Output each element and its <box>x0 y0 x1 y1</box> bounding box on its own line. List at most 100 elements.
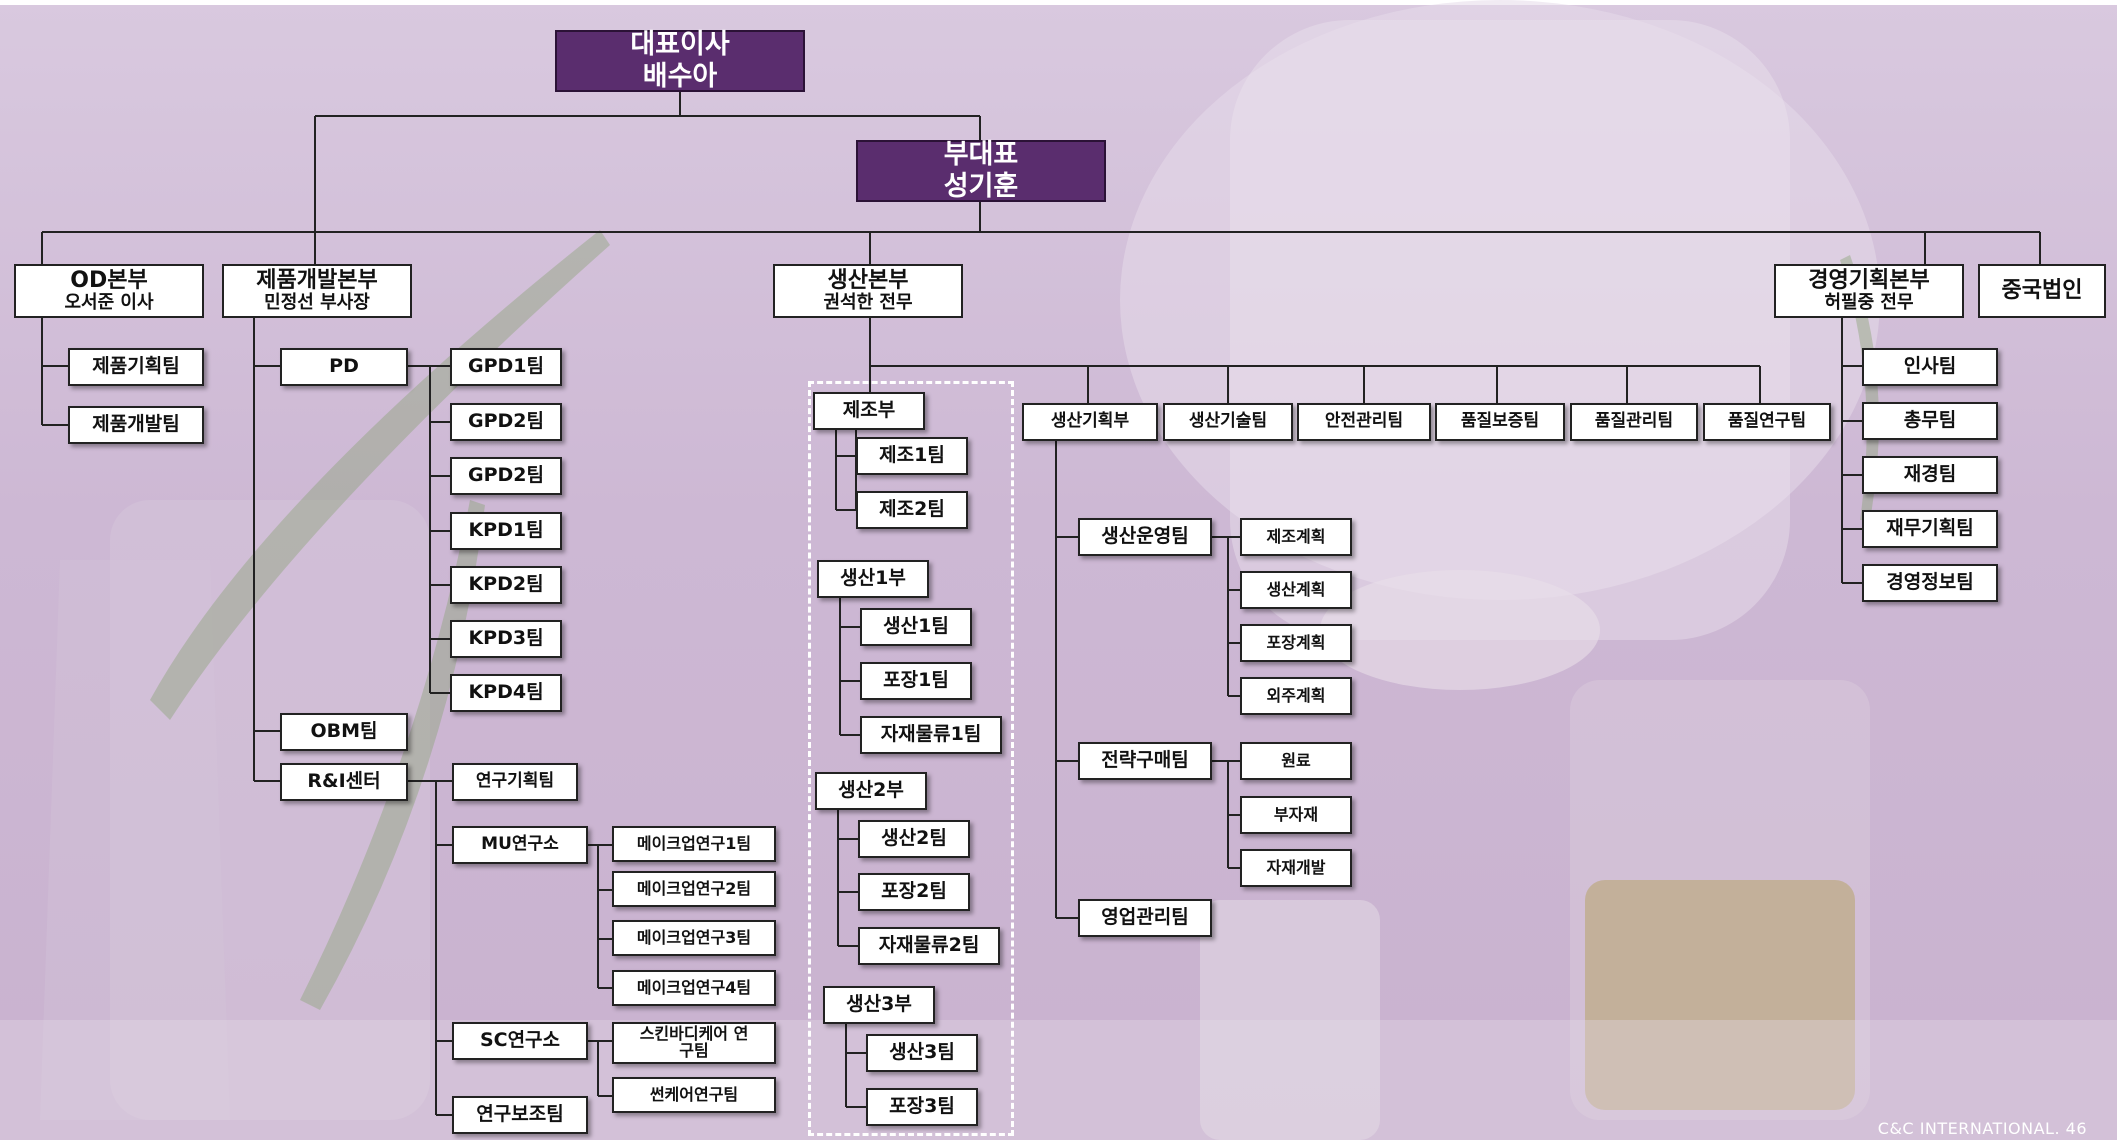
production-hq-box: 생산본부 권석한 전무 <box>773 264 963 318</box>
pd-team-box: GPD1팀 <box>450 348 562 386</box>
ops-plan-label: 포장계획 <box>1266 632 1326 652</box>
obm-team-label: OBM팀 <box>310 720 378 743</box>
prod1-team-box: 포장1팀 <box>860 662 972 700</box>
od-hq-box: OD본부 오서준 이사 <box>14 264 204 318</box>
mgmt-team-label: 인사팀 <box>1903 355 1957 378</box>
ops-plan-box: 제조계획 <box>1240 518 1352 556</box>
research-support-team-box: 연구보조팀 <box>452 1096 588 1134</box>
od-team-label: 제품기획팀 <box>92 355 180 378</box>
purchase-team-label: 전략구매팀 <box>1101 749 1189 772</box>
purchase-item-box: 자재개발 <box>1240 849 1352 887</box>
sc-lab-label: SC연구소 <box>479 1029 561 1052</box>
ops-team-label: 생산운영팀 <box>1101 525 1189 548</box>
pd-team-label: GPD2팀 <box>468 410 544 433</box>
production-dept-box: 생산기획부 <box>1022 403 1158 441</box>
mfg-team-box: 제조2팀 <box>856 491 968 529</box>
production-dept-box: 품질보증팀 <box>1435 403 1565 441</box>
ops-plan-label: 생산계획 <box>1266 579 1326 599</box>
prod1-dept-box: 생산1부 <box>817 560 929 598</box>
purchase-team-box: 전략구매팀 <box>1078 742 1212 780</box>
prod2-team-box: 생산2팀 <box>858 820 970 858</box>
rni-center-box: R&I센터 <box>280 763 408 801</box>
mu-team-label: 메이크업연구2팀 <box>636 878 752 898</box>
mu-team-box: 메이크업연구2팀 <box>612 871 776 907</box>
mfg-team-label: 제조2팀 <box>879 498 945 521</box>
prod3-dept-label: 생산3부 <box>846 993 912 1016</box>
pd-hq-box: 제품개발본부 민정선 부사장 <box>222 264 412 318</box>
mu-team-box: 메이크업연구4팀 <box>612 970 776 1006</box>
ops-plan-label: 외주계획 <box>1266 685 1326 705</box>
mgmt-team-label: 재무기획팀 <box>1886 517 1974 540</box>
mu-team-label: 메이크업연구1팀 <box>636 833 752 853</box>
purchase-item-label: 원료 <box>1281 750 1311 770</box>
ceo-name: 배수아 <box>642 61 718 92</box>
ops-plan-box: 생산계획 <box>1240 571 1352 609</box>
mgmt-team-label: 경영정보팀 <box>1886 571 1974 594</box>
ops-plan-box: 외주계획 <box>1240 677 1352 715</box>
mgmt-hq-title: 경영기획본부 <box>1808 268 1930 293</box>
prod3-team-box: 포장3팀 <box>866 1088 978 1126</box>
ops-plan-box: 포장계획 <box>1240 624 1352 662</box>
pd-box: PD <box>280 348 408 386</box>
pd-hq-title: 제품개발본부 <box>256 268 378 293</box>
research-planning-team-label: 연구기획팀 <box>475 771 555 792</box>
purchase-item-label: 부자재 <box>1273 804 1319 824</box>
purchase-item-label: 자재개발 <box>1266 857 1326 877</box>
prod1-team-box: 생산1팀 <box>860 608 972 646</box>
od-team-box: 제품개발팀 <box>68 406 204 444</box>
mgmt-team-box: 총무팀 <box>1862 402 1998 440</box>
pd-team-label: KPD3팀 <box>468 627 544 650</box>
mu-lab-box: MU연구소 <box>452 826 588 864</box>
od-team-label: 제품개발팀 <box>92 413 180 436</box>
rni-center-label: R&I센터 <box>307 770 381 793</box>
production-dept-group-outline <box>808 381 1014 1136</box>
prod1-team-label: 생산1팀 <box>883 615 949 638</box>
prod3-team-label: 생산3팀 <box>889 1041 955 1064</box>
pd-team-box: GPD2팀 <box>450 457 562 495</box>
mu-team-box: 메이크업연구1팀 <box>612 826 776 862</box>
mgmt-hq-head: 허필중 전무 <box>1824 292 1914 314</box>
vice-ceo-title: 부대표 <box>943 138 1019 170</box>
mu-team-box: 메이크업연구3팀 <box>612 920 776 956</box>
production-dept-box: 안전관리팀 <box>1297 403 1431 441</box>
mu-team-label: 메이크업연구4팀 <box>636 977 752 997</box>
od-hq-title: OD본부 <box>70 268 148 293</box>
prod1-dept-label: 생산1부 <box>840 567 906 590</box>
mfg-team-box: 제조1팀 <box>856 437 968 475</box>
top-border <box>0 0 2117 5</box>
mgmt-team-box: 경영정보팀 <box>1862 564 1998 602</box>
prod2-team-label: 생산2팀 <box>881 827 947 850</box>
od-team-box: 제품기획팀 <box>68 348 204 386</box>
prod3-team-box: 생산3팀 <box>866 1034 978 1072</box>
pd-hq-head: 민정선 부사장 <box>264 292 370 314</box>
prod1-team-label: 포장1팀 <box>883 669 949 692</box>
footer-page-label: C&C INTERNATIONAL. 46 <box>1877 1119 2087 1138</box>
research-support-team-label: 연구보조팀 <box>476 1103 564 1126</box>
mu-lab-label: MU연구소 <box>481 834 559 855</box>
mgmt-hq-box: 경영기획본부 허필중 전무 <box>1774 264 1964 318</box>
prod1-team-box: 자재물류1팀 <box>860 716 1002 754</box>
prod3-dept-box: 생산3부 <box>823 986 935 1024</box>
production-dept-label: 생산기획부 <box>1050 411 1130 432</box>
sc-team-box: 스킨바디케어 연구팀 <box>612 1022 776 1064</box>
production-dept-box: 생산기술팀 <box>1163 403 1293 441</box>
prod2-team-box: 포장2팀 <box>858 873 970 911</box>
sc-team-box: 썬케어연구팀 <box>612 1077 776 1113</box>
purchase-item-box: 부자재 <box>1240 796 1352 834</box>
production-hq-head: 권석한 전무 <box>823 292 913 314</box>
pd-team-box: KPD1팀 <box>450 512 562 550</box>
pd-team-box: KPD3팀 <box>450 620 562 658</box>
sc-team-label: 썬케어연구팀 <box>649 1084 739 1104</box>
obm-team-box: OBM팀 <box>280 713 408 751</box>
ceo-box: 대표이사 배수아 <box>555 29 805 92</box>
china-corp-label: 중국법인 <box>2001 278 2083 304</box>
prod2-dept-label: 생산2부 <box>838 779 904 802</box>
mgmt-team-label: 재경팀 <box>1903 463 1957 486</box>
mfg-dept-label: 제조부 <box>842 399 896 422</box>
china-corp-box: 중국법인 <box>1978 264 2106 318</box>
mgmt-team-box: 재무기획팀 <box>1862 510 1998 548</box>
prod2-team-label: 자재물류2팀 <box>878 934 980 957</box>
